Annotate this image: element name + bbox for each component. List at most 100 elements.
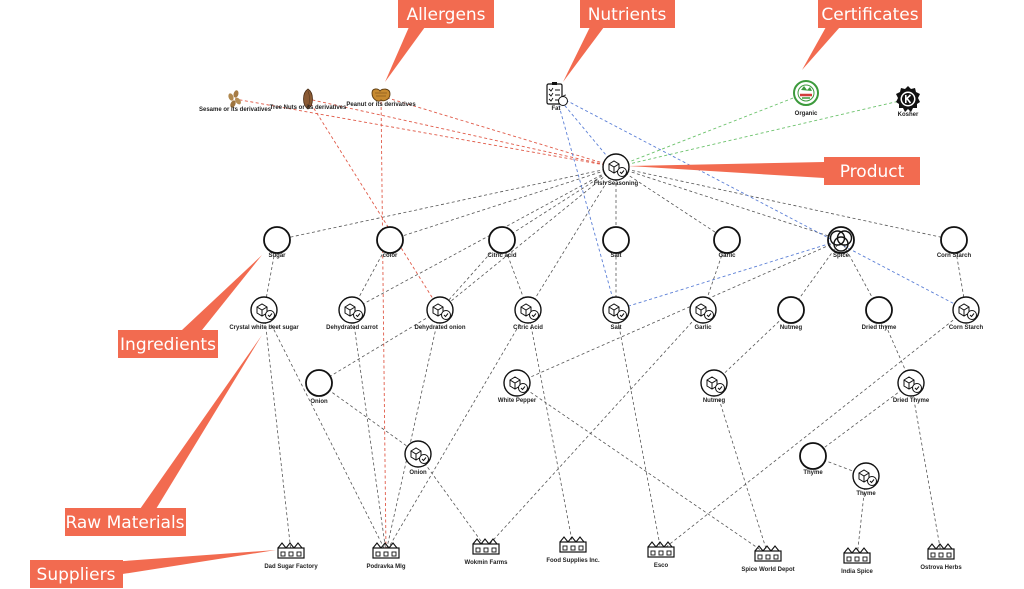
nutrition-checklist-icon	[546, 81, 569, 107]
callout-certificates-pointer	[802, 27, 840, 70]
node-podravka[interactable]: Podravka Mlg	[366, 542, 406, 570]
node-garlic_i[interactable]: Garlic	[713, 226, 741, 259]
node-onion_i[interactable]: Onion	[305, 369, 333, 405]
node-spice[interactable]: Spice	[827, 226, 855, 259]
edge-spice-nutmeg_i	[790, 239, 842, 311]
callout-nutrients: Nutrients	[563, 0, 675, 82]
node-label-dadsugar: Dad Sugar Factory	[264, 564, 318, 570]
raw-material-box-icon	[852, 462, 880, 490]
node-dehyd_carrot[interactable]: Dehydrated carrot	[326, 296, 378, 331]
node-citric[interactable]: Citric acid	[487, 226, 517, 259]
edge-peanut-podravka	[380, 95, 387, 553]
callout-ingredients-label: Ingredients	[120, 335, 216, 355]
node-color[interactable]: color	[376, 226, 404, 259]
node-label-dehyd_onion: Dehydrated onion	[414, 325, 465, 331]
ingredient-circle-icon	[602, 226, 630, 254]
node-fish[interactable]: Fish Seasoning	[594, 153, 639, 187]
raw-material-box-icon	[250, 296, 278, 324]
node-salt_i[interactable]: Salt	[602, 226, 630, 259]
ingredient-circle-icon	[488, 226, 516, 254]
node-sesame[interactable]: Sesame or its derivatives	[199, 89, 272, 113]
edge-citric_r-podravka	[385, 309, 529, 553]
edge-fish-dehyd_onion	[439, 166, 617, 311]
node-whitepepper[interactable]: White Pepper	[498, 369, 537, 404]
edge-crystal-dadsugar	[263, 309, 292, 553]
edge-nutmeg_i-nutmeg_r	[713, 309, 792, 384]
node-label-sesame: Sesame or its derivatives	[199, 107, 272, 113]
node-thyme_r[interactable]: Thyme	[852, 462, 880, 497]
node-label-dehyd_carrot: Dehydrated carrot	[326, 325, 378, 331]
callout-allergens-label: Allergens	[406, 5, 485, 25]
edge-salt_r-esco	[615, 309, 662, 552]
ingredient-circle-icon	[376, 226, 404, 254]
node-treenut[interactable]: Tree Nuts or its derivatives	[270, 88, 347, 111]
node-dadsugar[interactable]: Dad Sugar Factory	[264, 542, 318, 570]
node-ostrova[interactable]: Ostrova Herbs	[920, 543, 962, 571]
node-label-citric: Citric acid	[487, 253, 516, 259]
callout-suppliers-label: Suppliers	[37, 565, 116, 585]
factory-icon	[647, 541, 675, 558]
edge-citric_r-foodsupplies	[527, 309, 574, 547]
edge-dehyd_onion-podravka	[385, 309, 441, 553]
factory-icon	[372, 542, 400, 559]
node-driedthyme_r[interactable]: Dried Thyme	[893, 369, 930, 404]
callout-ingredients: Ingredients	[118, 255, 262, 358]
node-kosher[interactable]: Kosher	[895, 85, 921, 118]
node-salt_r[interactable]: Salt	[602, 296, 630, 331]
edge-fish-organic	[615, 92, 807, 168]
node-peanut[interactable]: Peanut or its derivatives	[346, 88, 416, 108]
node-wokmin[interactable]: Wokmin Farms	[465, 538, 509, 566]
node-label-cornstarch_r: Corn Starch	[949, 325, 984, 331]
peanut-icon	[371, 88, 391, 102]
edge-fish-spice	[615, 166, 842, 241]
node-foodsupplies[interactable]: Food Supplies Inc.	[546, 536, 600, 564]
callout-suppliers-box	[30, 560, 123, 588]
node-label-ostrova: Ostrova Herbs	[920, 565, 962, 571]
callout-allergens-pointer	[385, 27, 425, 82]
edge-driedthyme_r-ostrova	[910, 382, 942, 554]
callout-certificates: Certificates	[802, 0, 922, 70]
callout-nutrients-pointer	[563, 27, 604, 82]
callout-raw-materials-pointer	[140, 335, 262, 509]
edge-onion_i-onion_r	[318, 382, 419, 455]
callout-suppliers: Suppliers	[30, 550, 276, 588]
node-label-fish: Fish Seasoning	[594, 181, 639, 187]
node-citric_r[interactable]: Citric Acid	[513, 296, 543, 331]
edge-fish-kosher	[615, 98, 909, 168]
node-nutmeg_i[interactable]: Nutmeg	[777, 296, 805, 331]
node-organic[interactable]: Organic	[792, 79, 820, 117]
node-label-salt_r: Salt	[610, 325, 621, 331]
node-label-sugar: Sugar	[268, 253, 286, 259]
node-spiceworld[interactable]: Spice World Depot	[741, 545, 795, 573]
node-onion_r[interactable]: Onion	[404, 440, 432, 476]
node-cornstarch_i[interactable]: Corn Starch	[937, 226, 972, 259]
edge-crystal-podravka	[263, 309, 387, 553]
node-cornstarch_r[interactable]: Corn Starch	[949, 296, 984, 331]
edge-whitepepper-spiceworld	[516, 382, 769, 556]
node-label-organic: Organic	[795, 111, 818, 117]
node-label-onion_i: Onion	[310, 399, 328, 405]
node-driedthyme_i[interactable]: Dried thyme	[862, 296, 897, 331]
node-thyme_i[interactable]: Thyme	[799, 442, 827, 476]
node-garlic_r[interactable]: Garlic	[689, 296, 717, 331]
node-nutmeg_r[interactable]: Nutmeg	[700, 369, 728, 404]
node-crystal[interactable]: Crystal white beet sugar	[229, 296, 299, 331]
factory-icon	[472, 538, 500, 555]
edge-fat-salt_r	[555, 94, 617, 311]
node-esco[interactable]: Esco	[647, 541, 675, 569]
node-indiaspice[interactable]: India Spice	[841, 547, 873, 575]
ingredient-circle-icon	[777, 296, 805, 324]
edges-layer	[234, 92, 967, 558]
edge-spice-salt_r	[615, 239, 842, 311]
node-fat[interactable]: Fat	[546, 81, 569, 112]
ingredient-circle-icon	[305, 369, 333, 397]
node-label-spice: Spice	[833, 253, 850, 259]
node-sugar[interactable]: Sugar	[263, 226, 291, 259]
node-dehyd_onion[interactable]: Dehydrated onion	[414, 296, 466, 331]
node-label-thyme_r: Thyme	[856, 491, 876, 497]
edge-nutmeg_r-spiceworld	[713, 382, 769, 556]
factory-icon	[843, 547, 871, 564]
edge-fish-citric_r	[527, 166, 617, 311]
